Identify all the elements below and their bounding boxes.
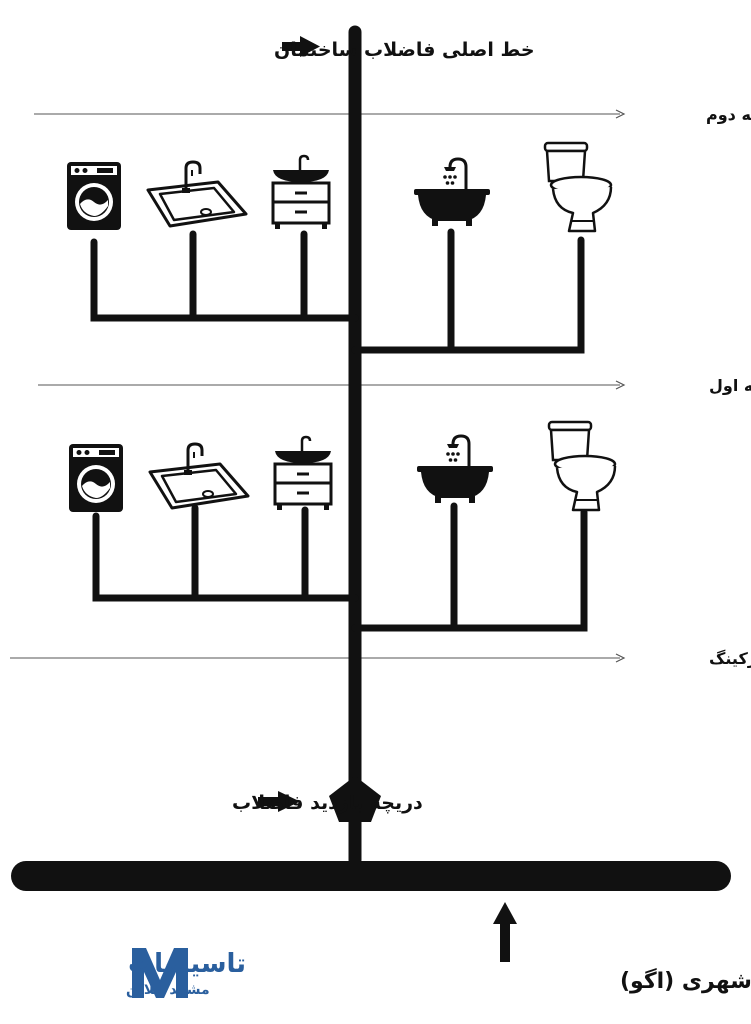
floor-2-branches [90, 228, 585, 354]
washing-machine-icon [69, 444, 123, 512]
kitchen-sink-icon [148, 442, 250, 510]
floor-line-1 [38, 380, 626, 390]
logo-subtitle: مشهد آنلاین [126, 980, 210, 998]
city-sewer-label: فاضلاب شهری (اگو) [620, 967, 751, 994]
floor-line-2 [34, 109, 626, 119]
arrow-icon [282, 36, 320, 57]
brand-logo: تاسیسات مشهد آنلاین [126, 948, 246, 998]
inspection-label: دریچه بازدید فاضلاب [232, 792, 423, 814]
kitchen-sink-icon [146, 160, 248, 228]
floor-2-label: طبقه دوم [706, 105, 751, 124]
arrow-up-icon [493, 902, 517, 962]
parking-label: پارکینگ [709, 649, 751, 669]
floor-line-parking [10, 653, 626, 663]
logo-title: تاسیسات [128, 949, 246, 979]
arrow-icon [258, 791, 300, 812]
main-line-label: خط اصلی فاضلاب ساختمان [274, 39, 535, 61]
inspection-cleanout [329, 776, 381, 822]
floor-1-label: طبقه اول [709, 376, 751, 395]
vanity-sink-icon [271, 154, 331, 231]
floor-1-branches [92, 502, 588, 632]
bathtub-icon [412, 157, 492, 228]
toilet-icon [543, 141, 613, 233]
bathtub-icon [415, 434, 495, 505]
washing-machine-icon [67, 162, 121, 230]
toilet-icon [547, 420, 617, 512]
logo-mark-icon [132, 948, 188, 998]
vanity-sink-icon [273, 435, 333, 512]
